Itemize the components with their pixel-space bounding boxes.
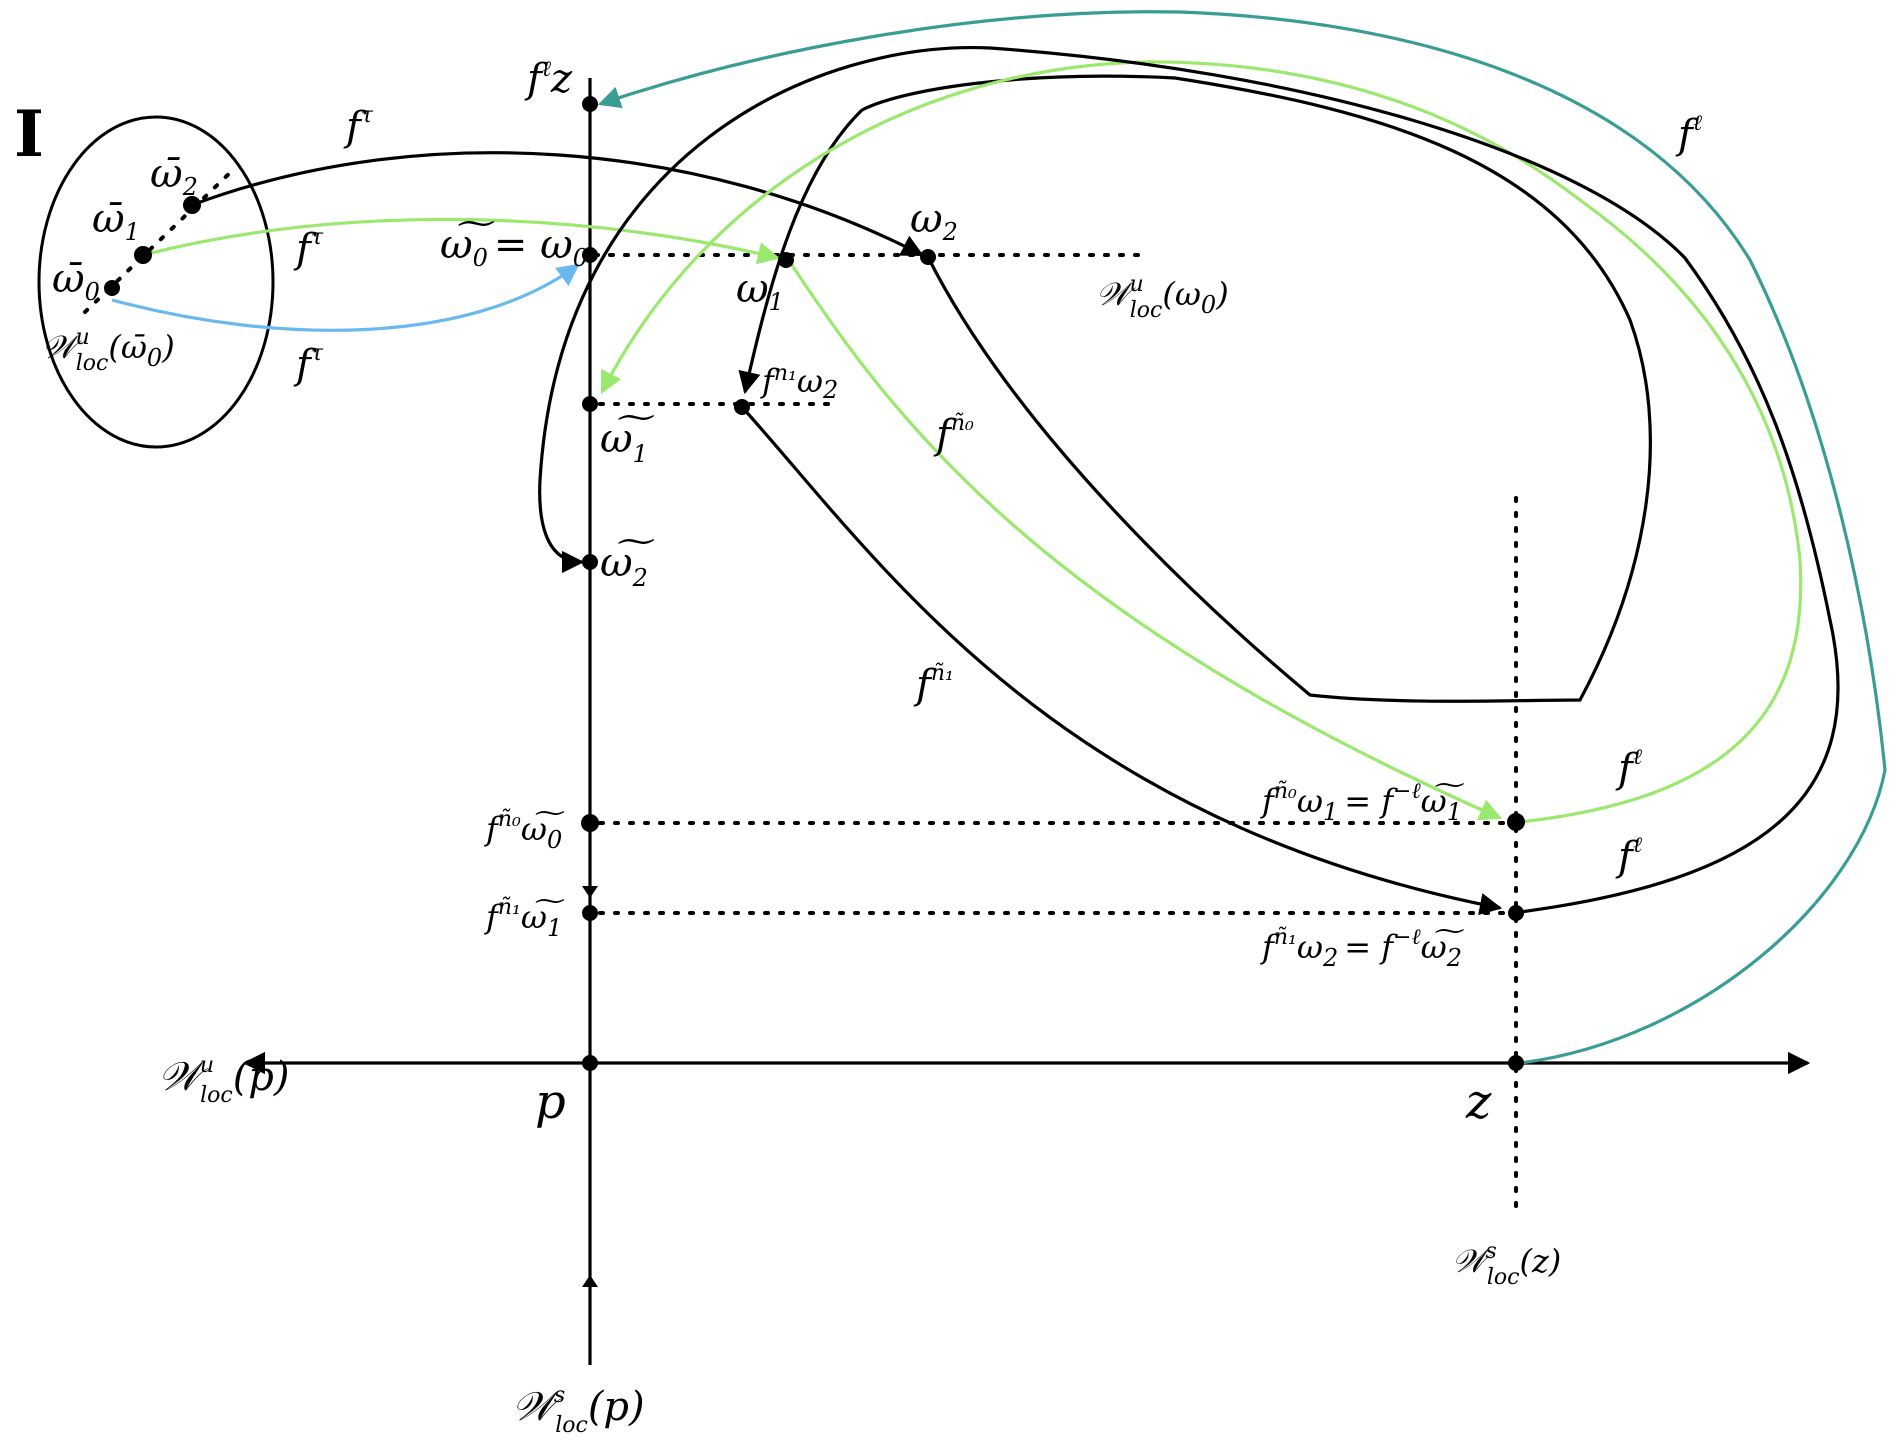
label-eq2: fñ₁ω2= f−ℓω͠2: [1260, 925, 1465, 972]
label-f-ell-green-right: fℓ: [1615, 745, 1643, 792]
f-ntilde0-curve: [788, 261, 1503, 821]
label-wbar1: ω̄1: [92, 196, 140, 246]
label-z: z: [1465, 1074, 1492, 1130]
label-fn1-wt1: fñ₁ω͠1: [484, 895, 565, 942]
point-f-n1-w2: [734, 399, 750, 415]
f-ell-green-curve: [600, 60, 1803, 824]
label-wt0-eq-w0: ω͠0= ω0: [440, 221, 588, 272]
label-f-tau-low: fτ: [293, 341, 324, 388]
f-tau-blue-curve: [111, 263, 580, 332]
f-ntilde1-curve: [740, 405, 1503, 916]
label-w2: ω2: [910, 196, 958, 246]
point-fn0-wt0: [581, 814, 599, 832]
inner-loop-curve: [861, 74, 1652, 703]
label-f-ntilde0: fñ₀: [933, 411, 974, 458]
label-f-n1-w2: fn₁ω2: [760, 361, 838, 404]
point-fn0-w1: [1507, 813, 1525, 831]
label-p: p: [535, 1074, 566, 1130]
point-fn1-wt1: [582, 905, 598, 921]
label-wt1: ω͠1: [600, 415, 655, 468]
point-wt0: [582, 247, 598, 263]
region-I-ellipse: [37, 115, 275, 449]
point-f-ell-z: [582, 96, 598, 112]
f-n1-short-curve: [738, 108, 864, 395]
label-w1: ω1: [736, 266, 784, 316]
point-wbar1: [134, 246, 152, 264]
f-ell-black-curve: [538, 45, 1840, 914]
point-wt1: [582, 396, 598, 412]
label-wbar2: ω̄2: [150, 151, 198, 201]
point-p: [582, 1055, 598, 1071]
axis-arrow-tick-lower: [582, 1275, 598, 1287]
point-z: [1508, 1055, 1524, 1071]
label-f-ell-z: fℓz: [524, 56, 573, 102]
f-ell-teal-curve: [597, 10, 1887, 1065]
label-wbar0: ω̄0: [52, 256, 100, 306]
point-fn1-w2: [1508, 905, 1524, 921]
label-eq1: fñ₀ω1= f−ℓω͠1: [1260, 779, 1465, 826]
point-wbar0: [104, 280, 120, 296]
label-wt2: ω͠2: [600, 539, 655, 592]
label-f-ell-black-right: fℓ: [1615, 833, 1643, 880]
point-wbar2: [183, 196, 201, 214]
label-fn0-wt0: fñ₀ω͠0: [484, 807, 565, 854]
axis-arrow-tick-upper: [582, 886, 598, 898]
label-roman-one: I: [14, 97, 44, 172]
label-f-ell-top-right: fℓ: [1675, 111, 1703, 158]
point-wt2: [582, 554, 598, 570]
label-f-ntilde1: fñ₁: [913, 661, 954, 708]
label-f-tau-top: fτ: [343, 103, 374, 150]
label-f-tau-mid: fτ: [293, 225, 324, 272]
f-tau-green-curve: [142, 217, 781, 265]
point-w2: [920, 249, 936, 265]
f-tau-black-curve: [191, 151, 924, 257]
point-w1: [778, 252, 794, 268]
